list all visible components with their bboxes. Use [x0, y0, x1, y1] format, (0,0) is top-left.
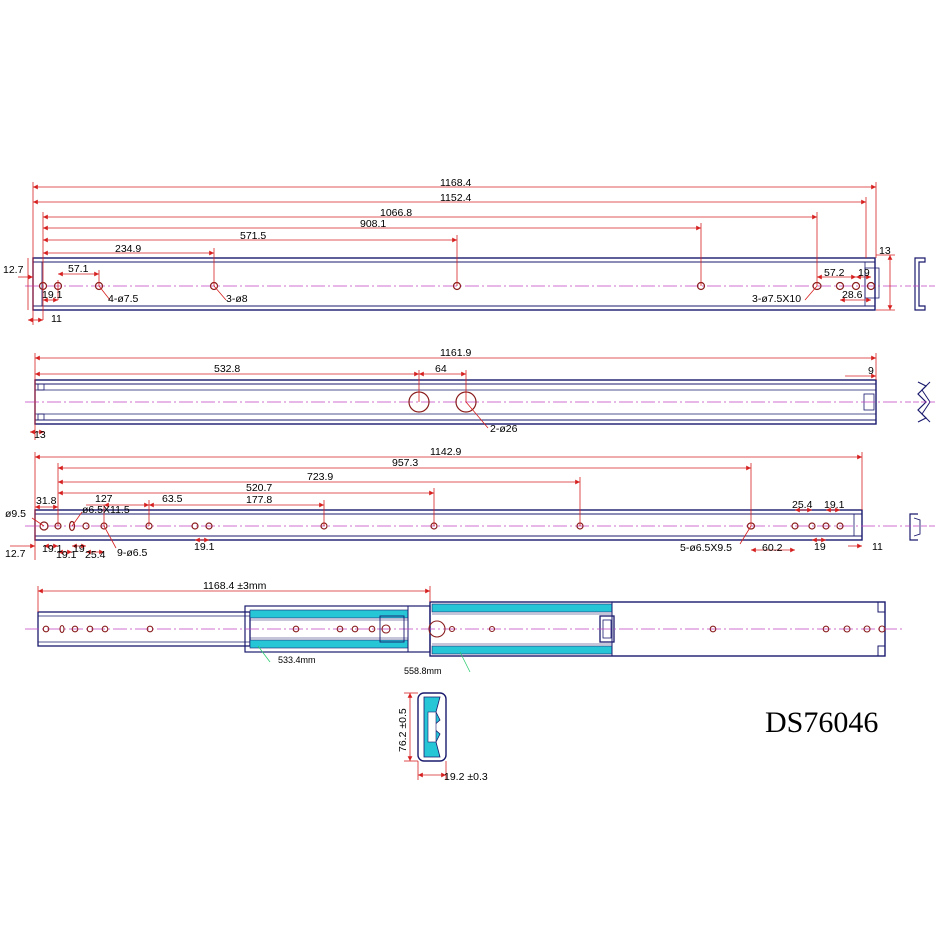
cross-section: 76.2 ±0.5 19.2 ±0.3: [397, 692, 488, 783]
dim-12-7: 12.7: [3, 264, 24, 276]
dim-31-8: 31.8: [36, 495, 57, 507]
view-outer-member: 1168.4 1152.4 1066.8 908.1 571.5 234.9 1…: [3, 177, 935, 325]
callout-3-holes: 3-ø8: [226, 293, 248, 305]
view-middle-member: 1161.9 532.8 64 9 13 2-ø26: [25, 347, 935, 441]
dim-middle-travel: 558.8mm: [404, 666, 442, 676]
dim-9: 9: [868, 365, 874, 377]
dim-19-1-right: 19.1: [824, 499, 845, 511]
dim-19: 19: [858, 267, 870, 279]
dim-19-1: 19.1: [42, 289, 63, 301]
dim-25-4-right: 25.4: [792, 499, 813, 511]
dim-1152-4: 1152.4: [440, 192, 471, 204]
dim-section-width: 19.2 ±0.3: [444, 771, 488, 783]
dim-inner-travel: 533.4mm: [278, 655, 316, 665]
dim-63-5: 63.5: [162, 493, 183, 505]
callout-slot-6-5x11-5: ø6.5X11.5: [82, 504, 130, 516]
dim-19-1-b: 19.1: [56, 549, 77, 561]
callout-2-holes: 2-ø26: [490, 423, 518, 435]
callout-9-holes: 9-ø6.5: [117, 547, 148, 559]
dim-60-2: 60.2: [762, 542, 783, 554]
dim-127: 127: [95, 493, 113, 505]
dim-13: 13: [879, 245, 891, 257]
callout-hole-9-5: ø9.5: [5, 508, 26, 520]
dim-19-1-a: 19.1: [42, 543, 63, 555]
dim-234-9: 234.9: [115, 243, 141, 255]
dim-57-2: 57.2: [824, 267, 845, 279]
dim-11-b: 11: [872, 541, 883, 553]
profile-outer: [914, 257, 926, 311]
dim-57-1: 57.1: [68, 263, 89, 275]
dim-extended-length: 1168.4 ±3mm: [203, 580, 267, 592]
dim-177-8: 177.8: [246, 494, 272, 506]
dim-723-9: 723.9: [307, 471, 333, 483]
dim-19-left: 19: [73, 543, 85, 555]
model-number: DS76046: [765, 706, 878, 739]
dim-520-7: 520.7: [246, 482, 272, 494]
dim-1142-9: 1142.9: [430, 446, 461, 458]
callout-slots: 3-ø7.5X10: [752, 293, 801, 305]
callout-5-slots: 5-ø6.5X9.5: [680, 542, 732, 554]
callout-4-holes: 4-ø7.5: [108, 293, 139, 305]
dim-19-1-mid: 19.1: [194, 541, 215, 553]
dim-571-5: 571.5: [240, 230, 266, 242]
dim-19-b: 19: [814, 541, 826, 553]
dim-25-4-left: 25.4: [85, 549, 106, 561]
dim-532-8: 532.8: [214, 363, 240, 375]
holes-assembly: [42, 620, 886, 638]
dim-12-7-b: 12.7: [5, 548, 26, 560]
dim-1168-4: 1168.4: [440, 177, 471, 189]
profile-inner: [909, 513, 918, 541]
dim-13-b: 13: [34, 429, 46, 441]
dim-1066-8: 1066.8: [380, 207, 412, 219]
view-extended-assembly: 1168.4 ±3mm 533.4mm 558.8mm: [25, 580, 905, 676]
dim-11: 11: [51, 313, 62, 325]
dim-908-1: 908.1: [360, 218, 386, 230]
dim-957-3: 957.3: [392, 457, 418, 469]
dim-64: 64: [435, 363, 447, 375]
dim-1161-9: 1161.9: [440, 347, 471, 359]
dim-28-6: 28.6: [842, 289, 863, 301]
view-inner-member: 1142.9 957.3 723.9 520.7 177.8 31.8 127 …: [5, 446, 935, 561]
dim-section-height: 76.2 ±0.5: [397, 708, 409, 752]
